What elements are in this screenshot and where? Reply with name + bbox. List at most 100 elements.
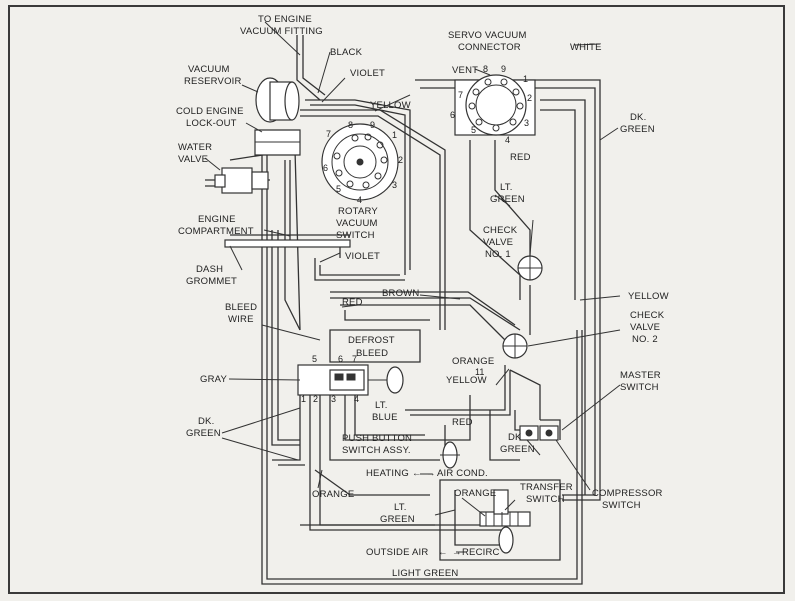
yellow-right-label: YELLOW [628,291,669,302]
orange-box-label: ORANGE [454,488,496,499]
rotary-numbers: 7 8 9 1 6 2 5 3 4 [323,120,403,205]
rotary-num: 9 [370,120,375,130]
orange-low-label: ORANGE [312,489,354,500]
lt-green-label-2: GREEN [490,194,525,205]
red-mid-label: RED [342,297,363,308]
switch-num: 1 [301,394,306,404]
rotary-vacuum-switch [321,123,399,201]
heating-aircond-actuator [440,441,460,469]
vacuum-label: VACUUM [188,64,230,75]
switch-num: 4 [354,394,359,404]
rotary-num: 8 [348,120,353,130]
yellow-mid-label: YELLOW [446,375,487,386]
dk-green-left-label-1: DK. [198,416,214,427]
master-switch-label: SWITCH [620,382,659,393]
orange-mid-label: ORANGE [452,356,494,367]
rotary-vacuum-label: VACUUM [336,218,378,229]
servo-num: 6 [450,110,455,120]
arrow-outside: ← [438,547,448,558]
push-button-label: PUSH BUTTON [342,433,412,444]
rotary-num: 6 [323,163,328,173]
rotary-num: 4 [357,195,362,205]
lock-out-label: LOCK-OUT [186,118,237,129]
servo-vacuum-connector [454,74,536,136]
servo-numbers: 8 9 1 7 2 6 3 5 4 [450,64,532,145]
check-valve-2 [502,333,528,359]
servo-num: 2 [527,93,532,103]
switch-num: 3 [331,394,336,404]
push-button-switch-assembly [297,364,404,396]
recirc-actuator [498,526,514,554]
dk-green-center-label-1: DK [508,432,522,443]
compressor-switch-label: SWITCH [602,500,641,511]
red-low-label: RED [452,417,473,428]
rotary-num: 1 [392,130,397,140]
water-valve [214,167,269,194]
to-engine-label: TO ENGINE [258,14,312,25]
light-green-label: LIGHT GREEN [392,568,458,579]
cold-engine-lockout [254,129,301,156]
brown-label: BROWN [382,288,419,299]
rotary-switch-label: SWITCH [336,230,375,241]
check-valve-1-label-1: CHECK [483,225,518,236]
cold-engine-label: COLD ENGINE [176,106,244,117]
bleed-wire-label-2: WIRE [228,314,254,325]
switch-num: 6 [338,354,343,364]
connector-label: CONNECTOR [458,42,521,53]
vacuum-reservoir [255,77,300,123]
grommet-label: GROMMET [186,276,237,287]
servo-num: 9 [501,64,506,74]
bleed-label: BLEED [356,348,388,359]
violet-mid-label: VIOLET [345,251,380,262]
check-valve-2-label-3: NO. 2 [632,334,658,345]
check-valve-2-label-2: VALVE [630,322,660,333]
defrost-label: DEFROST [348,335,395,346]
gray-label: GRAY [200,374,227,385]
compressor-label: COMPRESSOR [592,488,663,499]
arrow-heating: ← [412,468,422,479]
leader-lines [204,21,621,553]
violet-top-label: VIOLET [350,68,385,79]
check-valve-2-label-1: CHECK [630,310,665,321]
check-valve-1 [517,255,543,281]
lt-green-low-label-1: LT. [394,502,407,513]
master-label: MASTER [620,370,661,381]
recirc-label: RECIRC [462,547,500,558]
arrow-recirc: → [452,547,462,558]
servo-num: 4 [505,135,510,145]
red-top-label: RED [510,152,531,163]
lt-green-low-label-2: GREEN [380,514,415,525]
rotary-num: 2 [398,155,403,165]
check-valve-1-label-2: VALVE [483,237,513,248]
engine-label: ENGINE [198,214,236,225]
switch-numbers: 5 6 7 1 2 3 4 [301,354,359,404]
servo-num: 7 [458,90,463,100]
valve-label: VALVE [178,154,208,165]
vent-label: VENT [452,65,478,76]
master-switch [519,425,559,441]
rotary-num: 7 [326,129,331,139]
white-label: WHITE [570,42,602,53]
rotary-num: 5 [336,184,341,194]
heating-label: HEATING [366,468,409,479]
switch-num: 7 [352,354,357,364]
transfer-switch-label: SWITCH [526,494,565,505]
servo-vacuum-label: SERVO VACUUM [448,30,527,41]
reservoir-label: RESERVOIR [184,76,242,87]
switch-assy-label: SWITCH ASSY. [342,445,411,456]
servo-num: 1 [523,74,528,84]
arrow-aircond: → [426,468,436,479]
dk-green-left-label-2: GREEN [186,428,221,439]
outside-air-label: OUTSIDE AIR [366,547,428,558]
bleed-wire-label-1: BLEED [225,302,257,313]
dk-green-right-label-2: GREEN [620,124,655,135]
lt-blue-label-2: BLUE [372,412,398,423]
transfer-switch [479,489,531,527]
vacuum-fitting-label: VACUUM FITTING [240,26,323,37]
diagram-labels: TO ENGINE VACUUM FITTING BLACK VIOLET VA… [176,14,669,579]
rotary-num: 3 [392,180,397,190]
water-label: WATER [178,142,212,153]
servo-num: 5 [471,125,476,135]
servo-num: 3 [524,118,529,128]
servo-num: 8 [483,64,488,74]
